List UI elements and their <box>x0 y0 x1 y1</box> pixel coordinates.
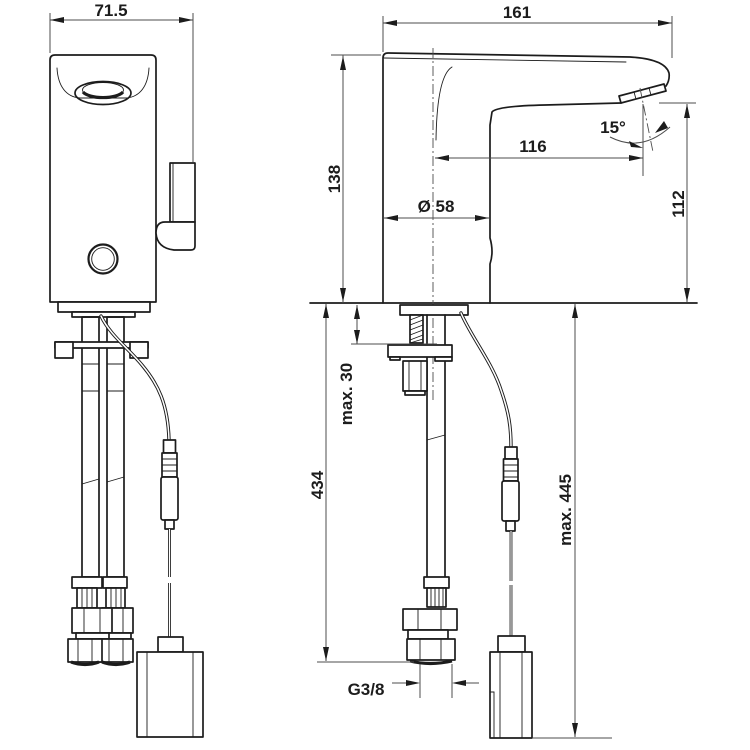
cable-connector-side <box>501 446 520 532</box>
dim-max-deck-30: max. 30 <box>337 305 437 425</box>
sensor-cable-front <box>99 314 179 637</box>
label-thread-g38: G3/8 <box>348 680 385 699</box>
base-flange-front <box>57 301 151 318</box>
dim-outlet-height-112: 112 <box>659 102 696 302</box>
base-seal-side <box>399 304 469 316</box>
mounting-washer <box>387 344 453 362</box>
dim-diameter-58: Ø 58 <box>384 197 489 221</box>
dim-supply-length-434: 434 <box>308 304 414 663</box>
label-angle-15: 15° <box>600 118 626 137</box>
sensor-cable-side <box>459 311 520 636</box>
label-diameter-58: Ø 58 <box>418 197 455 216</box>
dim-spout-reach-116: 116 <box>435 104 644 176</box>
threaded-shank <box>409 314 424 344</box>
faucet-side-body <box>382 48 671 400</box>
front-view: 71.5 <box>49 1 204 738</box>
supply-hoses-front <box>81 316 125 578</box>
control-box-front <box>136 636 204 738</box>
label-outlet-height-112: 112 <box>669 190 688 217</box>
mounting-nut <box>402 360 428 396</box>
g38-fitting-side <box>402 576 458 666</box>
side-view: 161 138 <box>308 3 698 739</box>
sensor-window <box>87 243 119 275</box>
label-max-cable-445: max. 445 <box>556 474 575 546</box>
control-box-side <box>489 635 533 739</box>
mounting-bracket <box>54 341 149 359</box>
dim-height-138: 138 <box>325 54 381 303</box>
label-total-length: 161 <box>503 3 531 22</box>
under-deck-side <box>387 304 469 666</box>
label-supply-length-434: 434 <box>308 470 327 499</box>
cable-connector-front <box>160 439 179 530</box>
side-mixer-handle <box>155 162 196 251</box>
aerator-side <box>618 83 667 104</box>
label-front-width: 71.5 <box>94 1 127 20</box>
dim-max-cable-445: max. 445 <box>533 304 612 739</box>
label-height-138: 138 <box>325 165 344 193</box>
aerator-front <box>74 80 132 106</box>
dim-front-width: 71.5 <box>49 1 194 162</box>
label-max-deck-30: max. 30 <box>337 363 356 425</box>
label-spout-reach-116: 116 <box>519 137 546 156</box>
dim-angle-15: 15° <box>600 87 671 153</box>
dim-thread-g38: G3/8 <box>348 664 479 699</box>
dim-total-length: 161 <box>382 3 673 58</box>
faucet-front-body <box>49 54 196 318</box>
compression-fittings-front <box>67 576 134 667</box>
